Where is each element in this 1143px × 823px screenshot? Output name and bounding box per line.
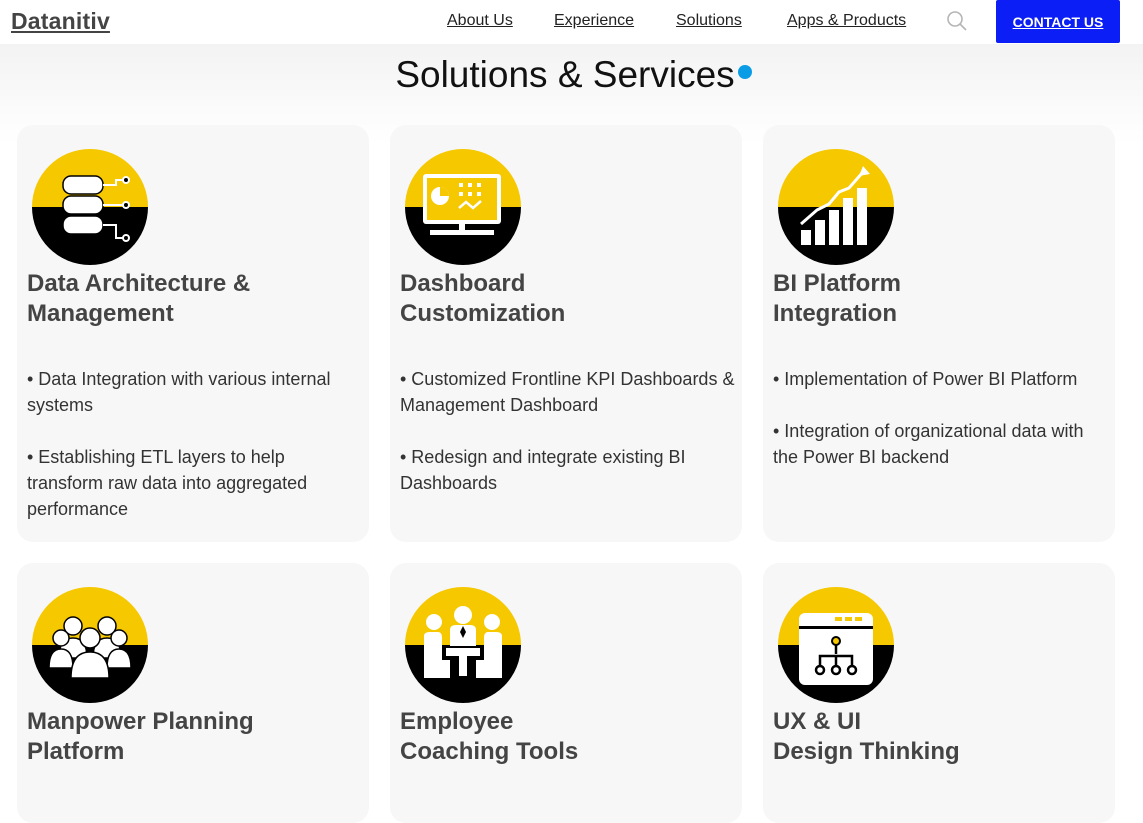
bar-chart-icon	[778, 149, 894, 265]
card-bullet-list: • Implementation of Power BI Platform • …	[773, 366, 1109, 496]
service-card-manpower: Manpower Planning Platform	[17, 563, 369, 823]
card-bullet-list: • Data Integration with various internal…	[27, 366, 363, 548]
people-group-icon	[32, 587, 148, 703]
coaching-icon	[405, 587, 521, 703]
card-bullet: • Integration of organizational data wit…	[773, 421, 1084, 467]
top-navigation-bar: Datanitiv About Us Experience Solutions …	[0, 0, 1143, 44]
nav-about-us[interactable]: About Us	[447, 12, 513, 29]
card-title: Data Architecture & Management	[27, 270, 251, 327]
card-title: BI Platform Integration	[773, 270, 902, 327]
dashboard-icon	[405, 149, 521, 265]
service-card-data-architecture: Data Architecture & Management • Data In…	[17, 125, 369, 542]
nav-solutions[interactable]: Solutions	[676, 12, 742, 29]
card-title: Dashboard Customization	[400, 270, 566, 327]
card-title: Manpower Planning Platform	[27, 708, 254, 765]
card-bullet: • Data Integration with various internal…	[27, 369, 331, 415]
card-bullet-list: • Customized Frontline KPI Dashboards & …	[400, 366, 736, 522]
nav-apps-products[interactable]: Apps & Products	[787, 12, 907, 29]
database-icon	[32, 149, 148, 265]
service-card-coaching: Employee Coaching Tools	[390, 563, 742, 823]
site-logo[interactable]: Datanitiv	[11, 8, 110, 34]
title-accent-dot	[738, 65, 752, 79]
card-title: UX & UI Design Thinking	[773, 708, 960, 765]
card-bullet: • Redesign and integrate existing BI Das…	[400, 447, 686, 493]
card-title: Employee Coaching Tools	[400, 708, 579, 765]
service-card-dashboard: Dashboard Customization • Customized Fro…	[390, 125, 742, 542]
service-card-ux-ui: UX & UI Design Thinking	[763, 563, 1115, 823]
card-bullet: • Customized Frontline KPI Dashboards & …	[400, 369, 735, 415]
contact-us-button[interactable]: CONTACT US	[996, 0, 1120, 43]
nav-experience[interactable]: Experience	[554, 12, 635, 29]
section-title: Solutions & Services	[395, 54, 735, 95]
card-bullet: • Implementation of Power BI Platform	[773, 369, 1078, 389]
card-bullet: • Establishing ETL layers to help transf…	[27, 447, 308, 519]
search-icon[interactable]	[946, 10, 968, 32]
service-card-bi-platform: BI Platform Integration • Implementation…	[763, 125, 1115, 542]
ux-design-icon	[778, 587, 894, 703]
